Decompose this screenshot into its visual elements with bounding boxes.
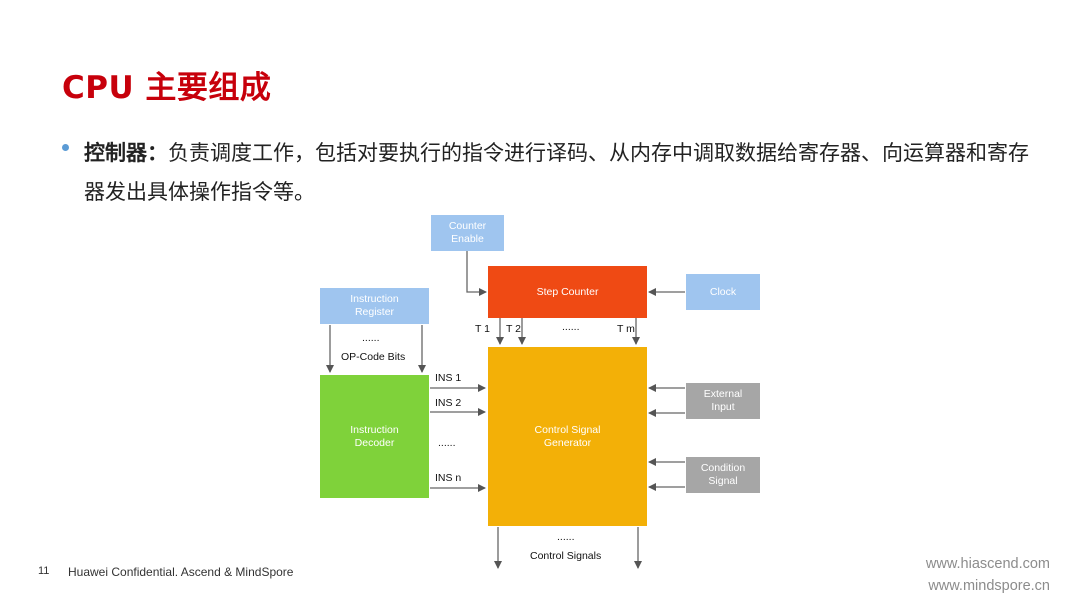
ir-dots-label: ...... <box>362 332 380 344</box>
instruction-decoder-box: Instruction Decoder <box>320 375 429 498</box>
out-dots-label: ...... <box>557 531 575 543</box>
control-signal-generator-box: Control Signal Generator <box>488 347 647 526</box>
bullet-body: 负责调度工作，包括对要执行的指令进行译码、从内存中调取数据给寄存器、向运算器和寄… <box>84 141 1029 204</box>
t2-label: T 2 <box>506 323 521 335</box>
clock-box: Clock <box>686 274 760 310</box>
bullet-dot <box>62 144 69 151</box>
insn-label: INS n <box>435 472 462 484</box>
external-input-box: External Input <box>686 383 760 419</box>
ins-dots-label: ...... <box>438 437 456 449</box>
ins1-label: INS 1 <box>435 372 462 384</box>
bullet-paragraph: 控制器：负责调度工作，包括对要执行的指令进行译码、从内存中调取数据给寄存器、向运… <box>84 134 1044 212</box>
tm-label: T m <box>617 323 635 335</box>
t1-label: T 1 <box>475 323 490 335</box>
t-dots-label: ...... <box>562 321 580 333</box>
site-link-mindspore[interactable]: www.mindspore.cn <box>928 578 1050 594</box>
confidential-note: Huawei Confidential. Ascend & MindSpore <box>68 565 294 579</box>
arrow-enable-to-counter <box>466 251 487 296</box>
condition-signal-box: Condition Signal <box>686 457 760 493</box>
instruction-register-box: Instruction Register <box>320 288 429 324</box>
bullet-term: 控制器： <box>84 141 168 165</box>
page-title: CPU 主要组成 <box>62 70 272 106</box>
counter-enable-box: Counter Enable <box>431 215 504 251</box>
opcode-bits-label: OP-Code Bits <box>341 351 406 363</box>
ins2-label: INS 2 <box>435 397 462 409</box>
page-number: 11 <box>38 565 50 577</box>
site-link-hiascend[interactable]: www.hiascend.com <box>925 556 1050 572</box>
step-counter-box: Step Counter <box>488 266 647 318</box>
control-signals-label: Control Signals <box>530 550 602 562</box>
